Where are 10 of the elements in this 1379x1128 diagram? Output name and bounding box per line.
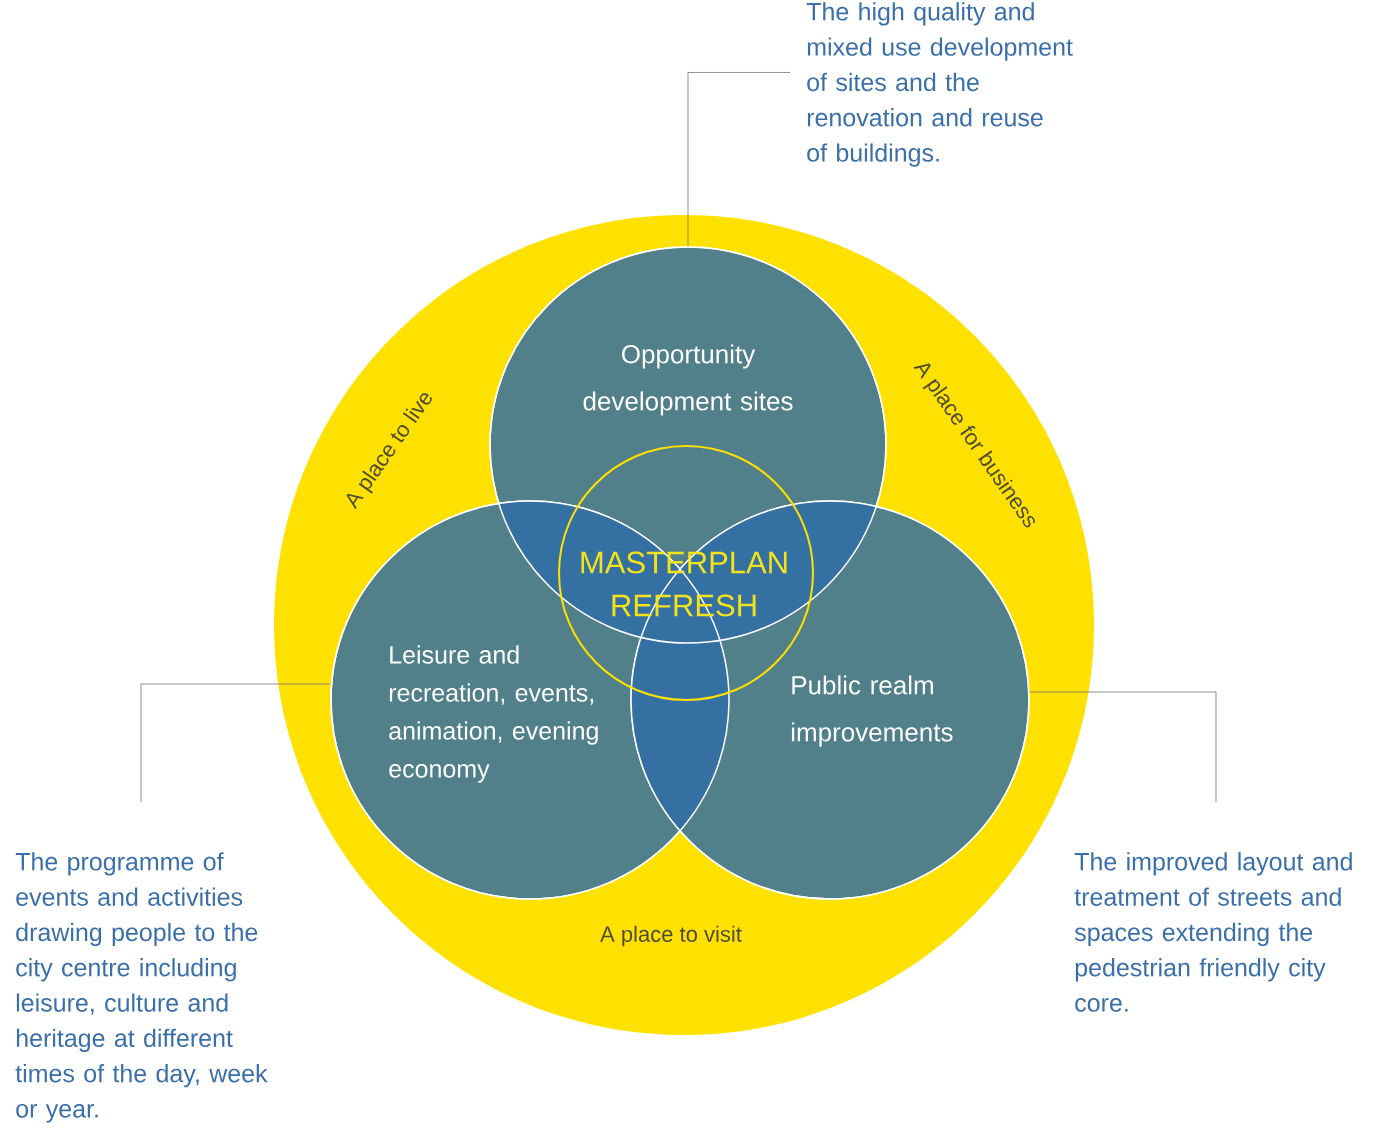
annotation-text: The improved layout and treatment of streets and spaces extending the pedestrian friendly city core. <box>1074 852 1352 1012</box>
annotation-text: The high quality and mixed use development of sites and the renovation and reuse of buildings. <box>806 2 1073 167</box>
circle-text: Leisure and recreation, events, animation, evening economy <box>389 645 598 783</box>
leader-line <box>1029 691 1217 803</box>
circle-label: A place to visit <box>600 925 742 947</box>
circle-text: Public realm improvements <box>791 675 953 747</box>
leader-line <box>140 683 331 803</box>
leader-line <box>687 72 791 247</box>
annotation-text: The programme of events and activities drawing people to the city centre including leisure, culture and heritage at different times of the day, week or year. <box>15 852 268 1123</box>
circle-text: Opportunity development sites <box>583 344 793 416</box>
